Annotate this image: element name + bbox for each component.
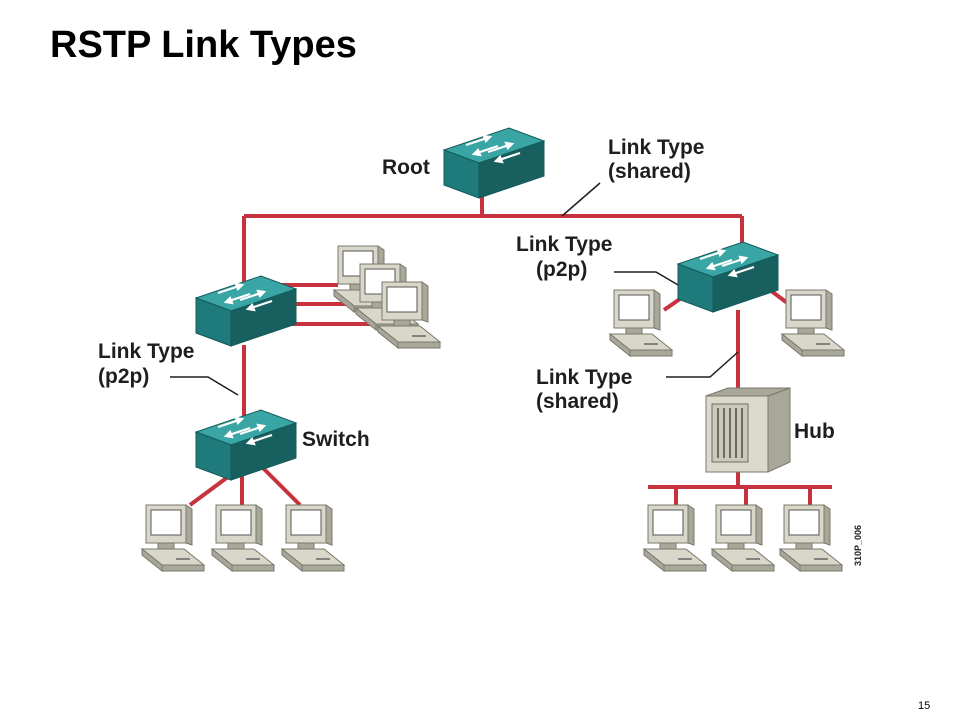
pc-bottom-right-3[interactable]: [779, 504, 843, 572]
link-label-top-right-line1: Link Type: [608, 136, 704, 159]
link-label-right-lower-line2: (shared): [536, 390, 619, 413]
slide-title: RSTP Link Types: [50, 24, 357, 66]
pc-right-1[interactable]: [609, 289, 673, 357]
pc-right-2[interactable]: [781, 289, 845, 357]
page-number: 15: [918, 700, 931, 712]
pc-left-group-3[interactable]: [377, 281, 441, 349]
pc-bottom-left-1[interactable]: [141, 504, 205, 572]
link-label-middle-line1: Link Type: [516, 233, 612, 256]
link-label-left-line2: (p2p): [98, 365, 149, 388]
access-switch[interactable]: [194, 408, 298, 482]
pc-bottom-left-3[interactable]: [281, 504, 345, 572]
hub-label: Hub: [794, 420, 835, 443]
left-switch[interactable]: [194, 274, 298, 348]
figure-code: 310P_006: [853, 525, 863, 566]
link-label-top-right-line2: (shared): [608, 160, 691, 183]
pc-bottom-right-2[interactable]: [711, 504, 775, 572]
root-label: Root: [382, 156, 430, 179]
pc-bottom-right-1[interactable]: [643, 504, 707, 572]
hub-device[interactable]: [705, 387, 791, 473]
root-switch[interactable]: [442, 126, 546, 200]
link-label-left-line1: Link Type: [98, 340, 194, 363]
switch-label: Switch: [302, 428, 370, 451]
link-label-middle-line2: (p2p): [536, 258, 587, 281]
pc-bottom-left-2[interactable]: [211, 504, 275, 572]
link-label-right-lower-line1: Link Type: [536, 366, 632, 389]
right-switch[interactable]: [676, 240, 780, 314]
